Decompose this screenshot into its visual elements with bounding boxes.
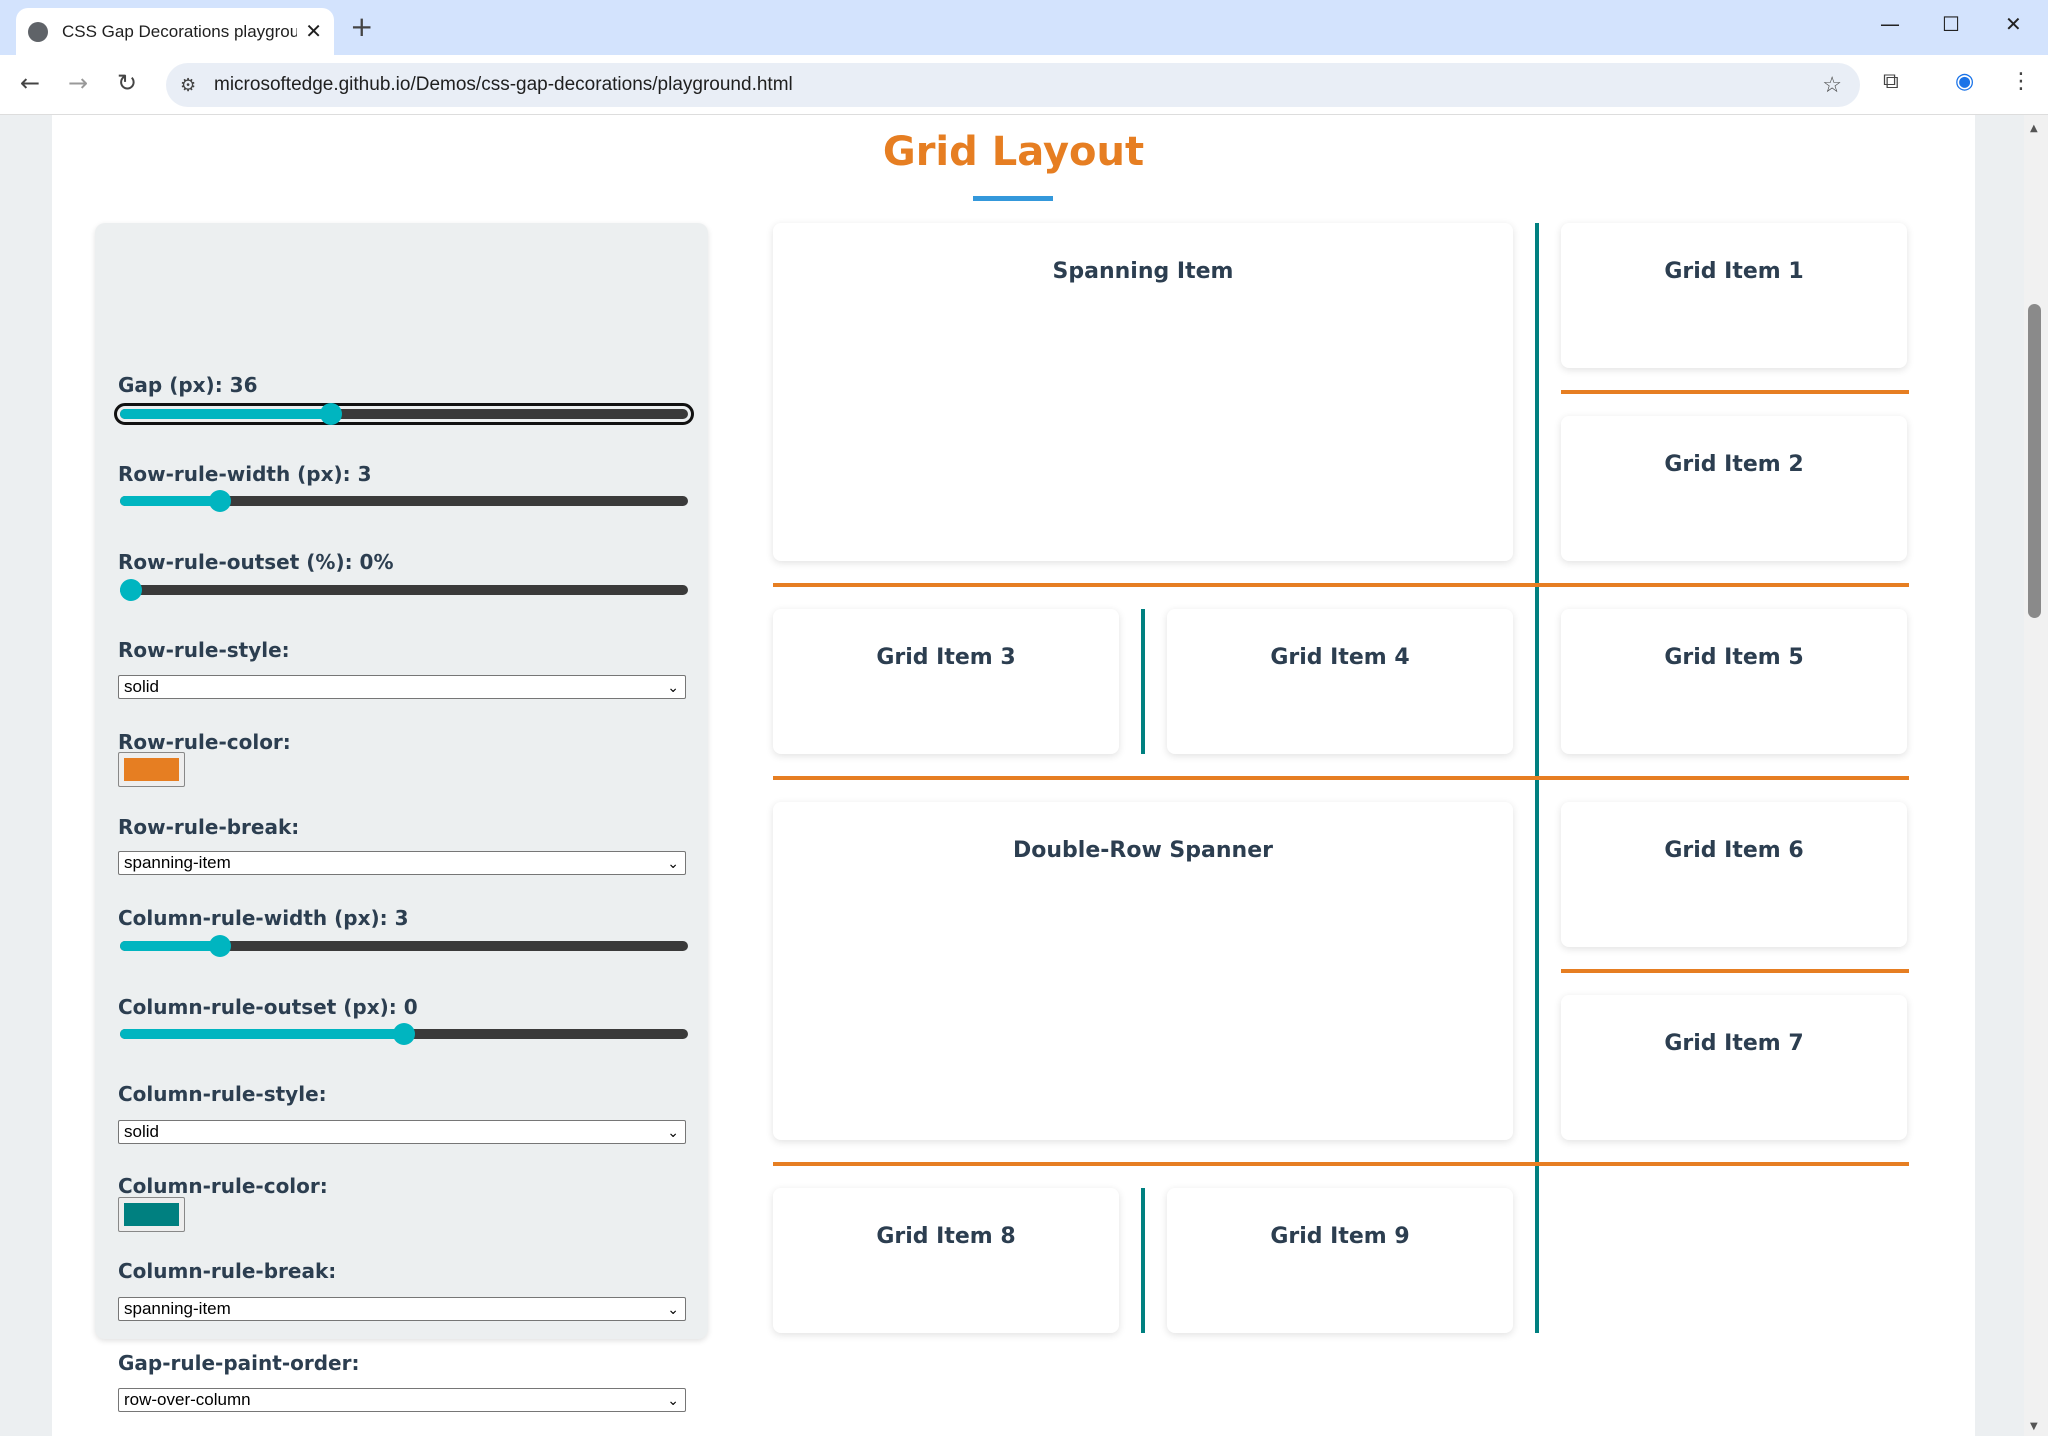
- grid-item-9: Grid Item 9: [1167, 1188, 1513, 1333]
- url-text: microsoftedge.github.io/Demos/css-gap-de…: [214, 74, 793, 95]
- bookmark-star-icon[interactable]: ☆: [1822, 72, 1842, 97]
- row-rule-outset-label: Row-rule-outset (%): 0%: [118, 550, 394, 574]
- row-rule-break-select[interactable]: spanning-item ⌄: [118, 851, 686, 875]
- row-rule-break-value: spanning-item: [124, 853, 231, 872]
- grid-item-7: Grid Item 7: [1561, 995, 1907, 1140]
- grid-item-double-row: Double-Row Spanner: [773, 802, 1513, 1140]
- scroll-up-icon[interactable]: ▲: [2030, 123, 2038, 134]
- globe-icon: [28, 21, 48, 42]
- page-content: Grid Layout Gap (px): 36 Row-rule-width …: [52, 115, 1975, 1436]
- browser-tab[interactable]: CSS Gap Decorations playground ✕: [16, 8, 334, 55]
- chevron-down-icon: ⌄: [667, 1124, 679, 1140]
- column-rule-width-label: Column-rule-width (px): 3: [118, 906, 409, 930]
- scrollbar-thumb[interactable]: [2028, 304, 2041, 618]
- grid-item-2: Grid Item 2: [1561, 416, 1907, 561]
- page-title: Grid Layout: [882, 129, 1145, 175]
- grid-item-spanning: Spanning Item: [773, 223, 1513, 561]
- extensions-icon[interactable]: ⧉: [1883, 69, 1899, 94]
- row-rule: [773, 1162, 1909, 1166]
- minimize-icon[interactable]: —: [1880, 12, 1900, 36]
- maximize-icon[interactable]: ☐: [1942, 12, 1960, 36]
- row-rule-color-label: Row-rule-color:: [118, 730, 291, 754]
- grid-item-8: Grid Item 8: [773, 1188, 1119, 1333]
- grid-item-6: Grid Item 6: [1561, 802, 1907, 947]
- column-rule-color-label: Column-rule-color:: [118, 1174, 328, 1198]
- column-rule-break-label: Column-rule-break:: [118, 1259, 337, 1283]
- grid-item-1: Grid Item 1: [1561, 223, 1907, 368]
- column-rule-outset-slider[interactable]: [120, 1023, 688, 1045]
- gap-label: Gap (px): 36: [118, 373, 258, 397]
- title-underline: [973, 196, 1053, 201]
- row-rule-outset-slider[interactable]: [120, 579, 688, 601]
- gap-rule-paint-order-value: row-over-column: [124, 1390, 251, 1409]
- row-rule-style-select[interactable]: solid ⌄: [118, 675, 686, 699]
- gap-rule-paint-order-select[interactable]: row-over-column ⌄: [118, 1388, 686, 1412]
- column-rule-style-select[interactable]: solid ⌄: [118, 1120, 686, 1144]
- controls-panel: Gap (px): 36 Row-rule-width (px): 3 Row-…: [95, 223, 708, 1412]
- new-tab-icon[interactable]: +: [350, 10, 374, 43]
- column-rule-style-label: Column-rule-style:: [118, 1082, 327, 1106]
- address-bar[interactable]: ⚙ microsoftedge.github.io/Demos/css-gap-…: [166, 63, 1860, 107]
- chevron-down-icon: ⌄: [667, 1392, 679, 1408]
- grid-container: Spanning Item Grid Item 1 Grid Item 2 Gr…: [773, 223, 1909, 1333]
- row-rule: [773, 776, 1909, 780]
- profile-icon[interactable]: ◉: [1955, 69, 1975, 94]
- page-scrollbar[interactable]: ▲ ▼: [2024, 115, 2048, 1436]
- close-window-icon[interactable]: ✕: [2005, 12, 2022, 36]
- column-rule-outset-label: Column-rule-outset (px): 0: [118, 995, 418, 1019]
- tab-bar: CSS Gap Decorations playground ✕ + — ☐ ✕: [0, 0, 2048, 55]
- site-info-icon[interactable]: ⚙: [180, 74, 197, 95]
- chevron-down-icon: ⌄: [667, 1301, 679, 1317]
- menu-icon[interactable]: ⋮: [2010, 69, 2032, 94]
- grid-item-5: Grid Item 5: [1561, 609, 1907, 754]
- row-rule-color-picker[interactable]: [118, 752, 185, 787]
- tab-title: CSS Gap Decorations playground: [62, 21, 298, 41]
- row-rule-width-label: Row-rule-width (px): 3: [118, 462, 372, 486]
- column-rule: [1141, 609, 1145, 754]
- chevron-down-icon: ⌄: [667, 679, 679, 695]
- column-rule-break-select[interactable]: spanning-item ⌄: [118, 1297, 686, 1321]
- row-rule: [773, 583, 1909, 587]
- back-icon[interactable]: ←: [20, 69, 41, 97]
- column-rule-color-picker[interactable]: [118, 1197, 185, 1232]
- gap-slider[interactable]: [114, 403, 694, 425]
- forward-icon[interactable]: →: [68, 69, 89, 97]
- row-rule-width-slider[interactable]: [120, 490, 688, 512]
- gap-rule-paint-order-label: Gap-rule-paint-order:: [118, 1351, 360, 1375]
- column-rule-style-value: solid: [124, 1122, 159, 1141]
- close-tab-icon[interactable]: ✕: [305, 21, 322, 43]
- row-rule-break-label: Row-rule-break:: [118, 815, 300, 839]
- scroll-down-icon[interactable]: ▼: [2030, 1421, 2038, 1432]
- grid-item-3: Grid Item 3: [773, 609, 1119, 754]
- browser-toolbar: ← → ↻ ⚙ microsoftedge.github.io/Demos/cs…: [0, 55, 2048, 115]
- grid-item-4: Grid Item 4: [1167, 609, 1513, 754]
- row-rule: [1561, 969, 1909, 973]
- column-rule: [1141, 1188, 1145, 1333]
- chevron-down-icon: ⌄: [667, 855, 679, 871]
- reload-icon[interactable]: ↻: [117, 69, 138, 97]
- column-rule-break-value: spanning-item: [124, 1299, 231, 1318]
- row-rule-style-value: solid: [124, 677, 159, 696]
- row-rule: [1561, 390, 1909, 394]
- column-rule-width-slider[interactable]: [120, 935, 688, 957]
- row-rule-style-label: Row-rule-style:: [118, 638, 290, 662]
